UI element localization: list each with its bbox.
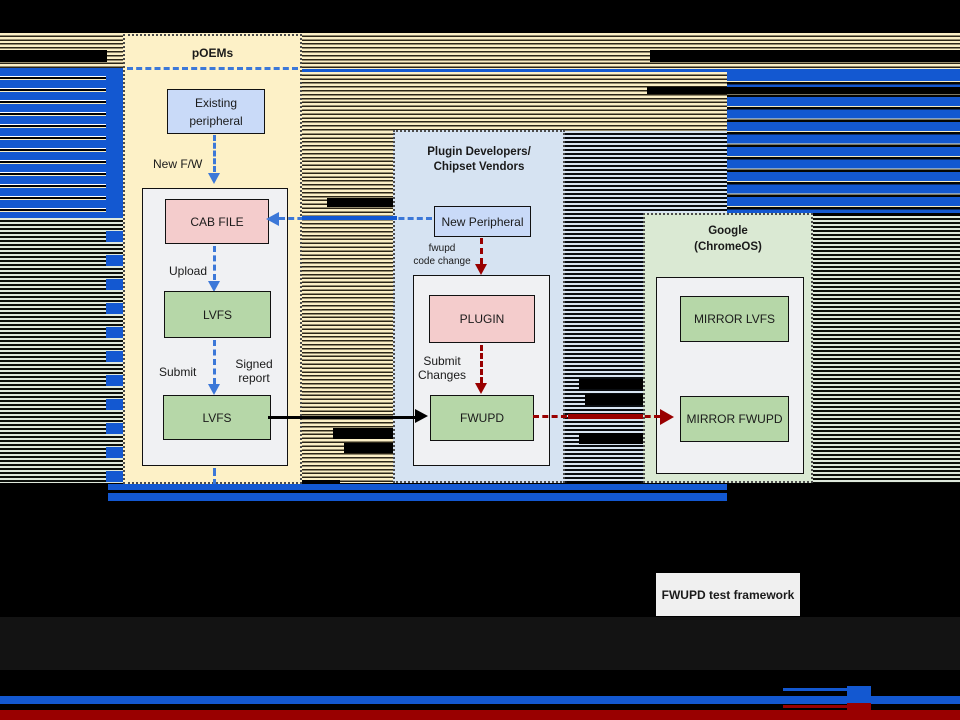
redacted-bar bbox=[579, 433, 643, 444]
glitch-blue-bottom-bar bbox=[0, 696, 960, 704]
glitch-blue-column-blocks bbox=[106, 218, 123, 483]
glitch-stripes-green-right bbox=[813, 216, 960, 483]
plugin-vendors-title: Plugin Developers/ Chipset Vendors bbox=[427, 146, 531, 173]
plugin-node: PLUGIN bbox=[429, 295, 535, 343]
glitch-red-blob bbox=[847, 703, 871, 713]
new-peripheral-node: New Peripheral bbox=[434, 206, 531, 237]
glitch-stripes-green-left bbox=[0, 218, 123, 483]
arrowhead-left-icon bbox=[266, 212, 279, 226]
glitch-blue-line bbox=[0, 69, 960, 72]
glitch-blue-bars-right bbox=[727, 72, 960, 213]
lvfs-upper-node: LVFS bbox=[164, 291, 271, 338]
arrowhead-down-icon bbox=[208, 173, 220, 184]
google-title: Google (ChromeOS) bbox=[694, 225, 762, 253]
mirror-fwupd-node: MIRROR FWUPD bbox=[680, 396, 789, 442]
new-fw-label: New F/W bbox=[153, 157, 203, 171]
glitch-blue-bar-b bbox=[108, 493, 727, 501]
glitch-solid-red-segment bbox=[568, 414, 643, 419]
glitch-blue-bar-a bbox=[108, 484, 727, 490]
arrow-existing-to-cab bbox=[213, 135, 216, 172]
fwupd-test-framework-box: FWUPD test framework bbox=[656, 573, 800, 616]
mirror-lvfs-node: MIRROR LVFS bbox=[680, 296, 789, 342]
arrow-cab-to-lvfs bbox=[213, 246, 216, 280]
arrowhead-down-icon bbox=[475, 383, 487, 394]
glitch-blue-thin-line bbox=[783, 688, 847, 691]
arrowhead-down-icon bbox=[475, 264, 487, 275]
signed-report-label: Signed report bbox=[235, 357, 273, 385]
plugin-vendors-container: Plugin Developers/ Chipset Vendors New P… bbox=[393, 130, 565, 483]
redacted-bar bbox=[585, 394, 643, 405]
dash-below-inner-box bbox=[213, 468, 216, 476]
lvfs-lower-node: LVFS bbox=[163, 395, 271, 440]
glitch-solid-blue-segment bbox=[302, 216, 397, 220]
redacted-bar bbox=[579, 379, 643, 389]
redacted-bar bbox=[333, 428, 397, 439]
glitch-darkred-bottom-bar bbox=[0, 710, 960, 720]
submit-changes-label: Submit Changes bbox=[417, 354, 467, 382]
arrowhead-right-icon bbox=[660, 409, 674, 425]
poems-title: pOEMs bbox=[191, 46, 234, 60]
redacted-bar bbox=[327, 198, 397, 207]
cab-file-node: CAB FILE bbox=[165, 199, 269, 244]
glitch-red-thin-line bbox=[783, 705, 847, 708]
arrow-lvfs-to-fwupd bbox=[268, 416, 418, 419]
poems-container: pOEMs Existing peripheral New F/W CAB FI… bbox=[123, 34, 302, 485]
google-container: Google (ChromeOS) MIRROR LVFS MIRROR FWU… bbox=[643, 213, 813, 483]
arrowhead-down-icon bbox=[208, 384, 220, 395]
redacted-bar bbox=[266, 480, 340, 483]
arrowhead-down-icon bbox=[208, 281, 220, 292]
upload-label: Upload bbox=[169, 264, 208, 278]
glitch-blue-column bbox=[106, 68, 123, 218]
glitch-black-band-left bbox=[0, 50, 107, 62]
redacted-bar bbox=[344, 443, 397, 453]
existing-peripheral-node: Existing peripheral bbox=[167, 89, 265, 134]
arrow-plugin-to-fwupd bbox=[480, 345, 483, 383]
redacted-bar bbox=[567, 481, 641, 486]
fwupd-code-change-label: fwupd code change bbox=[413, 243, 471, 267]
glitch-stripes-tan-gap bbox=[302, 131, 394, 483]
glitch-blue-bars-left bbox=[0, 68, 123, 218]
dark-gray-band bbox=[0, 617, 960, 670]
poems-dashed-divider bbox=[127, 67, 298, 70]
redacted-bar bbox=[647, 87, 960, 94]
fwupd-node: FWUPD bbox=[430, 395, 534, 441]
submit-label: Submit bbox=[159, 365, 197, 379]
redacted-bar bbox=[650, 50, 960, 62]
arrowhead-right-icon bbox=[415, 409, 428, 423]
dash-below-inner-box bbox=[213, 479, 216, 485]
arrow-lvfs-to-lvfs bbox=[213, 340, 216, 384]
arrow-newperipheral-to-plugin bbox=[480, 238, 483, 264]
